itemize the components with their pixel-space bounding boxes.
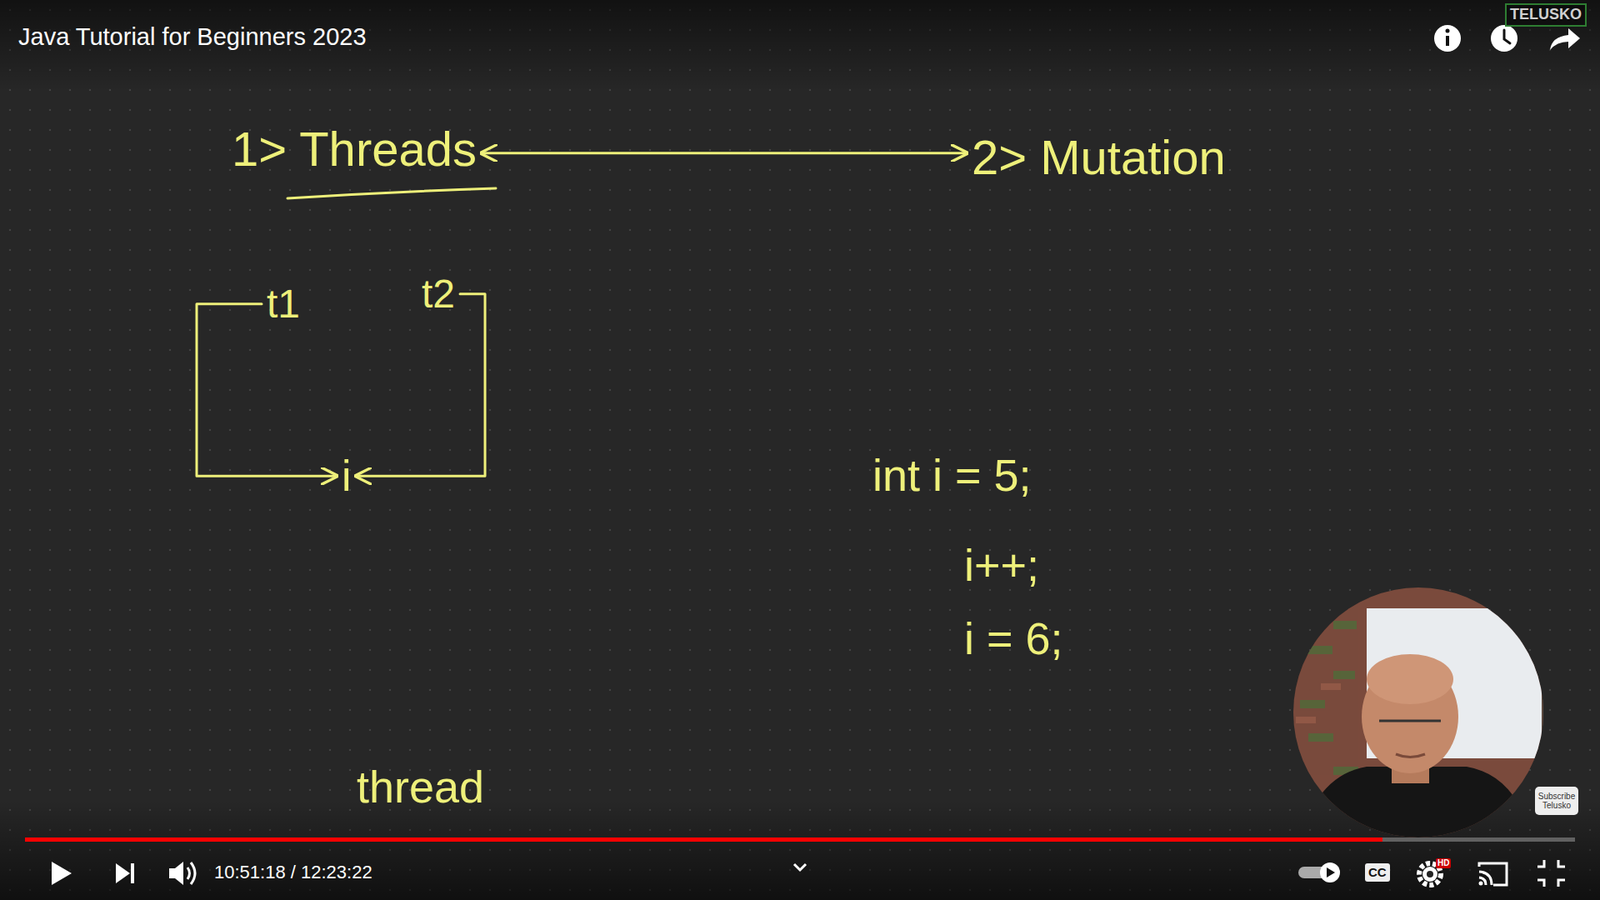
note: thread bbox=[356, 760, 485, 815]
node-text: i bbox=[341, 450, 352, 502]
shared-variable: i bbox=[336, 445, 357, 507]
webcam-picture bbox=[1283, 575, 1567, 850]
thread-name: t2 bbox=[416, 265, 460, 324]
hd-badge: HD bbox=[1435, 858, 1451, 869]
thread-name: t1 bbox=[261, 275, 305, 334]
topic-heading: 1> Threads bbox=[226, 115, 482, 184]
exit-fullscreen-icon bbox=[1537, 860, 1565, 887]
code-line: i = 6; bbox=[964, 611, 1064, 666]
cast-icon bbox=[1479, 863, 1508, 886]
info-icon bbox=[1434, 25, 1461, 52]
next-icon bbox=[115, 863, 135, 884]
node-text: 2> Mutation bbox=[971, 128, 1226, 187]
time-display: 10:51:18 / 12:23:22 bbox=[214, 861, 373, 884]
node-text: t1 bbox=[266, 280, 300, 329]
timeline-track bbox=[25, 837, 1575, 842]
captions-button: CC bbox=[1365, 863, 1390, 882]
volume-icon bbox=[169, 861, 195, 885]
arrow-connector bbox=[356, 294, 485, 476]
autoplay-toggle bbox=[1298, 862, 1340, 883]
top-shade bbox=[0, 0, 1600, 92]
arrow-connector bbox=[481, 151, 967, 155]
subscribe-badge: Subscribe Telusko bbox=[1535, 786, 1579, 815]
video-title: Java Tutorial for Beginners 2023 bbox=[18, 22, 367, 52]
share-icon bbox=[1550, 28, 1580, 50]
clock-icon bbox=[1490, 25, 1518, 52]
topic-heading: 2> Mutation bbox=[966, 123, 1231, 192]
node-text: t2 bbox=[421, 270, 455, 319]
arrow-connector bbox=[196, 304, 337, 476]
underline bbox=[287, 188, 496, 199]
node-text: 1> Threads bbox=[231, 120, 477, 179]
code-line: int i = 5; bbox=[872, 448, 1032, 503]
code-line: i++; bbox=[964, 538, 1040, 593]
chevron-icon bbox=[794, 864, 806, 870]
watermark: TELUSKO bbox=[1505, 3, 1587, 27]
timeline-progress bbox=[25, 837, 1383, 842]
play-icon bbox=[51, 861, 72, 885]
